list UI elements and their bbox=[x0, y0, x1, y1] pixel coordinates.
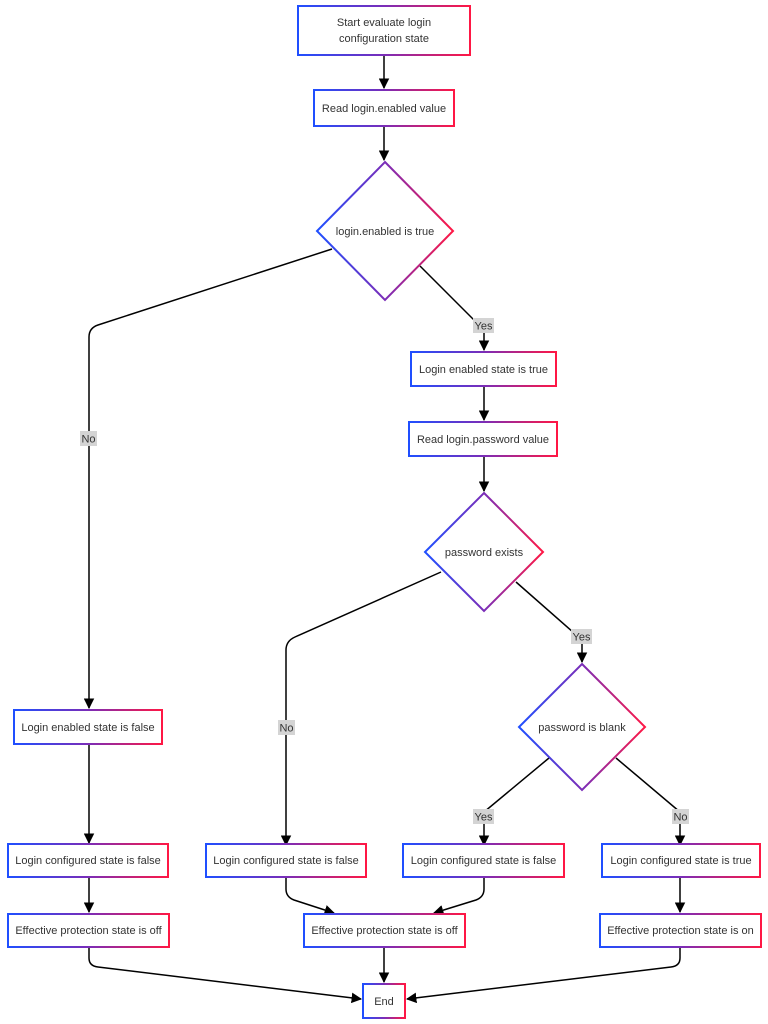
svg-text:No: No bbox=[279, 723, 293, 735]
edge-label-exists-yes: Yes bbox=[571, 629, 592, 644]
svg-text:Yes: Yes bbox=[475, 321, 493, 333]
edge-configured-false-2-to-protection-off-2 bbox=[285, 876, 335, 916]
edge-label-blank-yes: Yes bbox=[473, 809, 494, 824]
svg-text:Yes: Yes bbox=[475, 812, 493, 824]
svg-text:No: No bbox=[673, 812, 687, 824]
edge-decision-enabled-yes bbox=[419, 265, 490, 352]
svg-text:Login configured state is fals: Login configured state is false bbox=[15, 855, 161, 867]
edge-decision-exists-no bbox=[280, 571, 442, 847]
node-read-enabled: Read login.enabled value bbox=[313, 89, 455, 127]
edge-decision-blank-no bbox=[615, 757, 686, 847]
svg-text:Login enabled state is false: Login enabled state is false bbox=[21, 722, 154, 734]
node-decision-password-exists: password exists bbox=[423, 491, 545, 613]
edge-protection-off-1-to-end bbox=[88, 946, 363, 1004]
svg-text:Login configured state is fals: Login configured state is false bbox=[411, 855, 557, 867]
node-decision-enabled: login.enabled is true bbox=[315, 160, 455, 302]
edge-label-blank-no: No bbox=[672, 809, 689, 824]
node-end: End bbox=[362, 983, 406, 1019]
svg-text:Start evaluate login: Start evaluate login bbox=[337, 17, 431, 29]
edge-decision-enabled-no bbox=[83, 248, 333, 710]
svg-text:password is blank: password is blank bbox=[538, 722, 626, 734]
svg-text:Login enabled state is true: Login enabled state is true bbox=[419, 364, 548, 376]
edge-decision-exists-yes bbox=[515, 581, 588, 664]
node-configured-false-2: Login configured state is false bbox=[205, 843, 367, 878]
svg-text:Effective protection state is: Effective protection state is off bbox=[311, 925, 458, 937]
svg-text:Effective protection state is: Effective protection state is off bbox=[15, 925, 162, 937]
node-protection-off-1: Effective protection state is off bbox=[7, 913, 170, 948]
node-enabled-false: Login enabled state is false bbox=[13, 709, 163, 745]
svg-text:Read login.password value: Read login.password value bbox=[417, 434, 549, 446]
edge-label-exists-no: No bbox=[278, 720, 295, 735]
svg-text:No: No bbox=[81, 434, 95, 446]
node-configured-false-1: Login configured state is false bbox=[7, 843, 169, 878]
edges bbox=[83, 55, 686, 1004]
node-decision-password-blank: password is blank bbox=[517, 662, 647, 792]
node-start: Start evaluate login configuration state bbox=[297, 5, 471, 56]
svg-text:Effective protection state is: Effective protection state is on bbox=[607, 925, 754, 937]
edge-label-enabled-yes: Yes bbox=[473, 318, 494, 333]
node-configured-true: Login configured state is true bbox=[601, 843, 761, 878]
svg-text:End: End bbox=[374, 996, 394, 1008]
svg-text:Read login.enabled value: Read login.enabled value bbox=[322, 103, 446, 115]
svg-text:configuration state: configuration state bbox=[339, 33, 429, 45]
svg-text:password exists: password exists bbox=[445, 547, 524, 559]
edge-decision-blank-yes bbox=[478, 757, 550, 847]
node-protection-on: Effective protection state is on bbox=[599, 913, 762, 948]
edge-protection-on-to-end bbox=[405, 946, 681, 1004]
edge-configured-false-3-to-protection-off-2 bbox=[432, 876, 485, 916]
edge-label-enabled-no: No bbox=[80, 431, 97, 446]
node-read-password: Read login.password value bbox=[408, 421, 558, 457]
svg-text:login.enabled is true: login.enabled is true bbox=[336, 226, 434, 238]
svg-text:Yes: Yes bbox=[573, 632, 591, 644]
svg-text:Login configured state is fals: Login configured state is false bbox=[213, 855, 359, 867]
node-enabled-true: Login enabled state is true bbox=[410, 351, 557, 387]
node-configured-false-3: Login configured state is false bbox=[402, 843, 565, 878]
node-protection-off-2: Effective protection state is off bbox=[303, 913, 466, 948]
svg-text:Login configured state is true: Login configured state is true bbox=[610, 855, 751, 867]
